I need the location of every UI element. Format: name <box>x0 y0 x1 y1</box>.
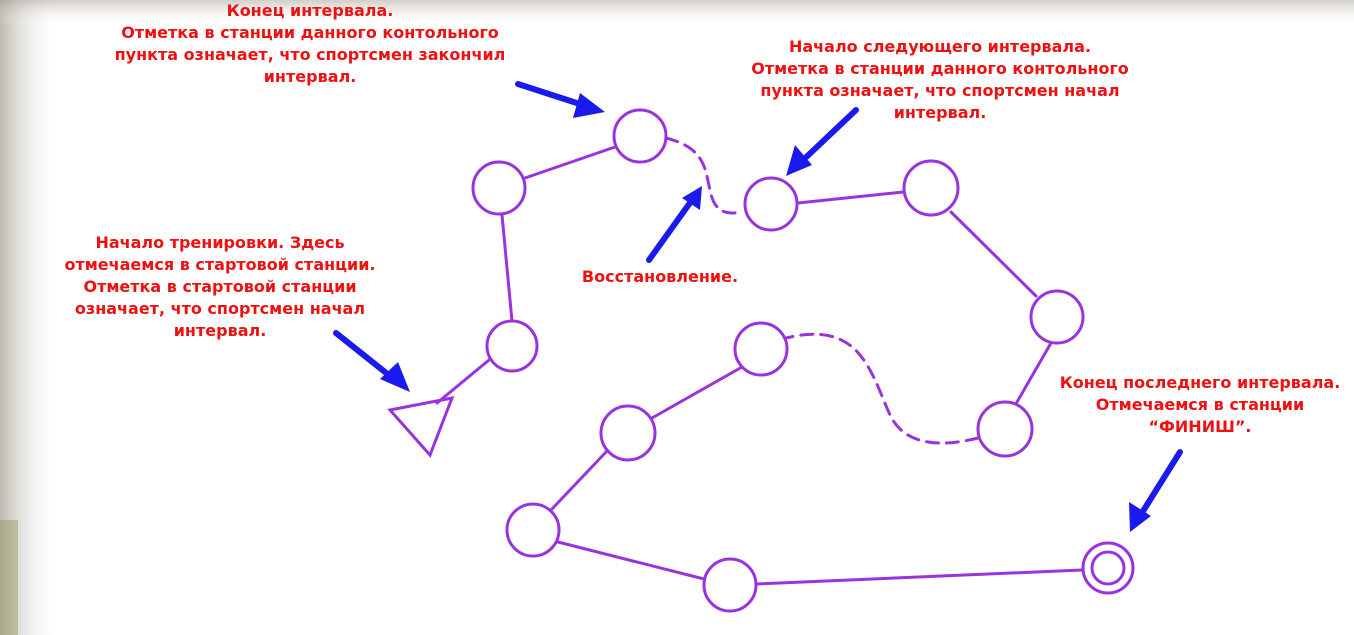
control-point-6 <box>1029 289 1085 345</box>
callout-line: “ФИНИШ”. <box>1148 417 1252 436</box>
control-point-2 <box>471 160 527 216</box>
control-point-11 <box>702 557 758 613</box>
pointer-arrows <box>333 81 1183 532</box>
callout-line: Отмечаемся в станции <box>1095 395 1305 414</box>
callout-line: Начало следующего интервала. <box>788 37 1092 56</box>
callout-line: отмечаемся в стартовой станции. <box>64 255 376 274</box>
callout-line: Конец интервала. <box>226 1 394 20</box>
leg-cp8-to-cp9 <box>650 365 744 420</box>
callout-training-start: Начало тренировки. Здесь отмечаемся в ст… <box>40 232 400 342</box>
callout-line: Отметка в стартовой станции <box>83 277 357 296</box>
callout-line: пункта означает, что спортсмен закончил <box>114 45 506 64</box>
leg-cp6-to-cp7 <box>1015 341 1053 404</box>
control-point-9 <box>599 404 657 462</box>
leg-cp11-to-finish <box>754 568 1084 586</box>
arrow-to-finish-icon <box>1129 449 1183 532</box>
callout-recovery: Восстановление. <box>560 266 760 288</box>
leg-cp4-to-cp5 <box>796 190 905 205</box>
callout-finish: Конец последнего интервала. Отмечаемся в… <box>1040 372 1354 438</box>
recovery-leg-2 <box>784 332 980 445</box>
control-points <box>387 108 1135 613</box>
finish-icon <box>1081 541 1135 595</box>
callout-line: Отметка в станции данного контольного <box>121 23 499 42</box>
leg-cp9-to-cp10 <box>549 449 609 512</box>
control-point-1 <box>485 319 539 373</box>
leg-start-to-cp1 <box>435 358 491 405</box>
control-point-7 <box>976 400 1034 458</box>
callout-interval-end: Конец интервала. Отметка в станции данно… <box>90 0 530 88</box>
callout-line: пункта означает, что спортсмен начал <box>760 81 1120 100</box>
control-point-4-next-interval-start <box>743 176 799 232</box>
callout-line: интервал. <box>263 67 357 86</box>
callout-line: Конец последнего интервала. <box>1059 373 1341 392</box>
callout-line: Начало тренировки. Здесь <box>95 233 345 252</box>
arrow-to-next-interval-start-icon <box>786 107 859 176</box>
leg-cp1-to-cp2 <box>500 213 514 323</box>
control-point-10 <box>505 502 561 558</box>
leg-cp10-to-cp11 <box>556 540 706 581</box>
leg-cp2-to-cp3 <box>523 145 617 180</box>
callout-line: Отметка в станции данного контольного <box>751 59 1129 78</box>
recovery-leg-1 <box>664 136 743 215</box>
callout-line: Восстановление. <box>581 267 739 286</box>
leg-cp5-to-cp6 <box>949 210 1038 298</box>
control-point-3-interval-end <box>612 108 668 164</box>
control-point-5 <box>902 159 960 217</box>
callout-next-interval-start: Начало следующего интервала. Отметка в с… <box>720 36 1160 124</box>
arrow-to-recovery-icon <box>646 186 702 263</box>
callout-line: означает, что спортсмен начал <box>74 299 366 318</box>
callout-line: интервал. <box>173 321 267 340</box>
course-legs <box>435 136 1084 586</box>
callout-line: интервал. <box>893 103 987 122</box>
arrow-to-interval-end-icon <box>515 81 605 118</box>
arrow-to-start-icon <box>333 330 410 392</box>
start-triangle-icon <box>387 396 455 458</box>
control-point-8 <box>733 321 789 377</box>
